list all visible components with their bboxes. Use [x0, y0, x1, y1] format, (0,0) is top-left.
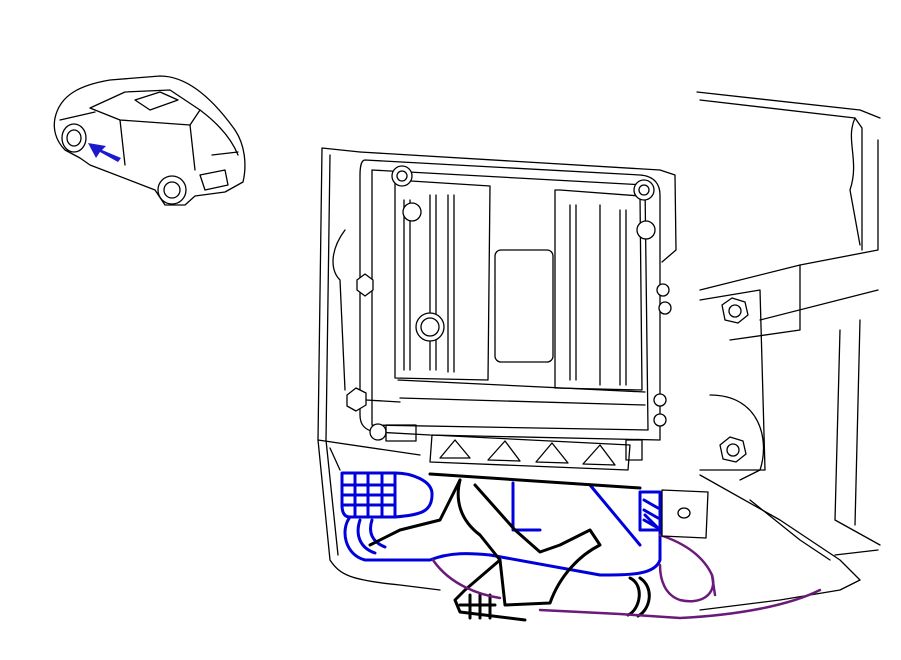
vehicle-locator-icon [53, 75, 246, 206]
hex-nut-icon [719, 436, 747, 463]
bracket-ribs [429, 434, 631, 471]
ecu-bracket [317, 147, 677, 591]
connector-icon [340, 471, 662, 577]
wire-highlight [431, 533, 822, 620]
harness-duct [368, 472, 651, 622]
mounting-frame [696, 91, 881, 611]
location-arrow-icon [88, 143, 121, 162]
ecu-module-icon [346, 159, 672, 461]
mounting-tab [661, 489, 709, 539]
hex-nut-icon [721, 297, 749, 324]
